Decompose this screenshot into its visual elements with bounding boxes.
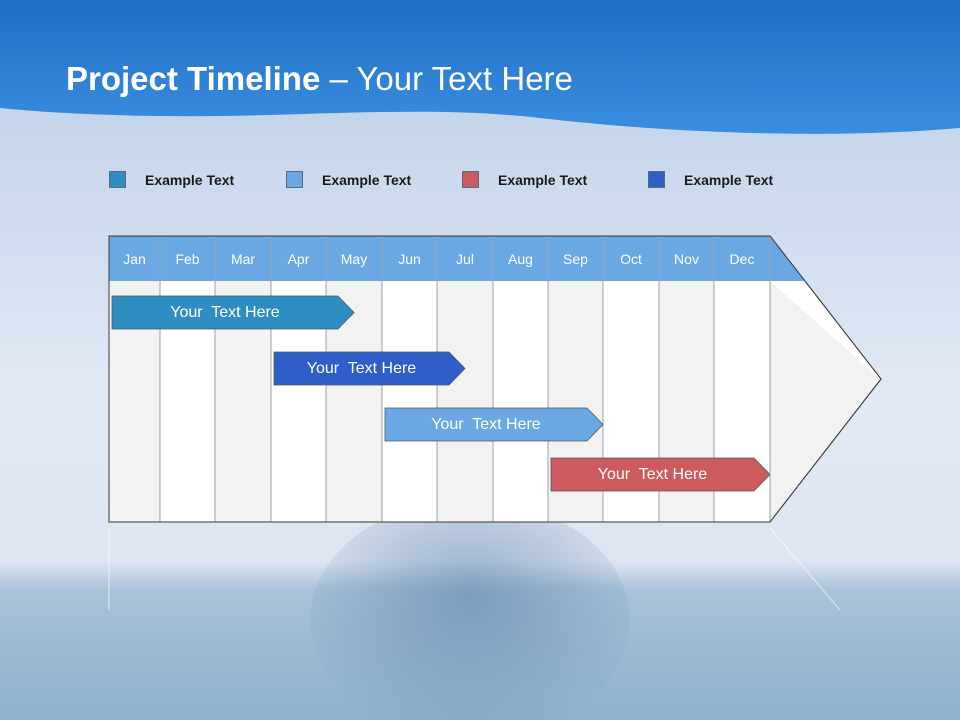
month-header-nov [659, 236, 714, 281]
legend-swatch [286, 171, 303, 188]
month-column-jul [437, 281, 493, 522]
legend-label: Example Text [498, 172, 588, 188]
month-label: Oct [620, 251, 642, 267]
month-label: Sep [563, 251, 588, 267]
task-bar [111, 295, 355, 330]
month-label: Feb [175, 251, 199, 267]
task-bar [273, 351, 466, 386]
month-label: Apr [288, 251, 310, 267]
header-wave-band [0, 0, 960, 134]
month-header-aug [493, 236, 548, 281]
legend-swatch [648, 171, 665, 188]
month-header-jun [382, 236, 437, 281]
legend-label: Example Text [145, 172, 235, 188]
task-bar [550, 457, 771, 492]
timeline-arrow-outline [108, 235, 882, 523]
page-title: Project Timeline – Your Text Here [66, 60, 573, 98]
month-column-aug [493, 281, 548, 522]
task-bar [384, 407, 604, 442]
legend-swatch [109, 171, 126, 188]
month-header-jul [437, 236, 493, 281]
title-bold: Project Timeline [66, 60, 321, 97]
month-label: Mar [231, 251, 255, 267]
month-label: Jan [123, 251, 146, 267]
month-header-sep [548, 236, 603, 281]
month-header-dec [714, 236, 770, 281]
month-header-oct [603, 236, 659, 281]
title-rest: – Your Text Here [320, 60, 573, 97]
month-header-feb [160, 236, 215, 281]
month-label: Jul [456, 251, 474, 267]
legend-label: Example Text [322, 172, 412, 188]
month-label: Nov [674, 251, 699, 267]
month-label: Dec [730, 251, 755, 267]
month-header-jan [109, 236, 160, 281]
month-header-apr [271, 236, 326, 281]
month-header-may [326, 236, 382, 281]
month-label: Jun [398, 251, 421, 267]
month-label: May [341, 251, 367, 267]
legend-swatch [462, 171, 479, 188]
month-column-jun [382, 281, 437, 522]
month-label: Aug [508, 251, 533, 267]
arrow-head-fill [770, 281, 880, 521]
background-figure [310, 500, 630, 720]
month-header-mar [215, 236, 271, 281]
reflection-line [769, 527, 841, 611]
legend-label: Example Text [684, 172, 774, 188]
